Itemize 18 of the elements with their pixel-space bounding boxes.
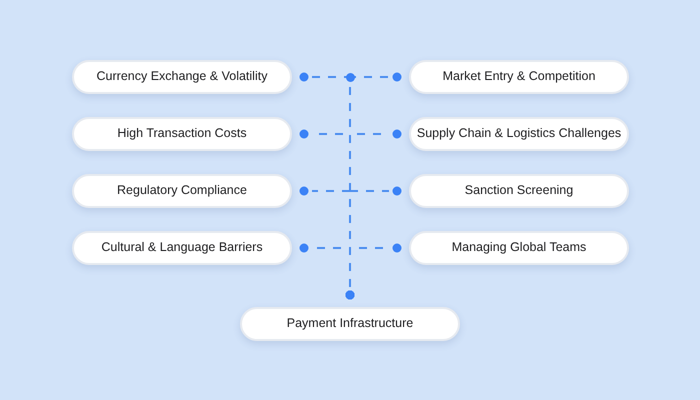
pill-box <box>72 60 292 94</box>
node-label: Market Entry & Competition <box>442 69 596 85</box>
node-label: Managing Global Teams <box>452 240 586 256</box>
pill-box <box>240 307 460 341</box>
node-label: Regulatory Compliance <box>117 183 247 199</box>
node-label: Cultural & Language Barriers <box>101 240 263 256</box>
pill-box <box>72 174 292 208</box>
pill-box <box>409 60 629 94</box>
pill-box <box>409 174 629 208</box>
pill-box <box>409 117 629 151</box>
node-label: Sanction Screening <box>464 183 574 199</box>
pill-box <box>72 117 292 151</box>
pill-box <box>72 231 292 265</box>
node-label: High Transaction Costs <box>117 126 247 142</box>
node-label: Supply Chain & Logistics Challenges <box>416 126 622 142</box>
node-label: Currency Exchange & Volatility <box>96 69 268 85</box>
node-label: Payment Infrastructure <box>286 316 414 332</box>
pill-box <box>409 231 629 265</box>
